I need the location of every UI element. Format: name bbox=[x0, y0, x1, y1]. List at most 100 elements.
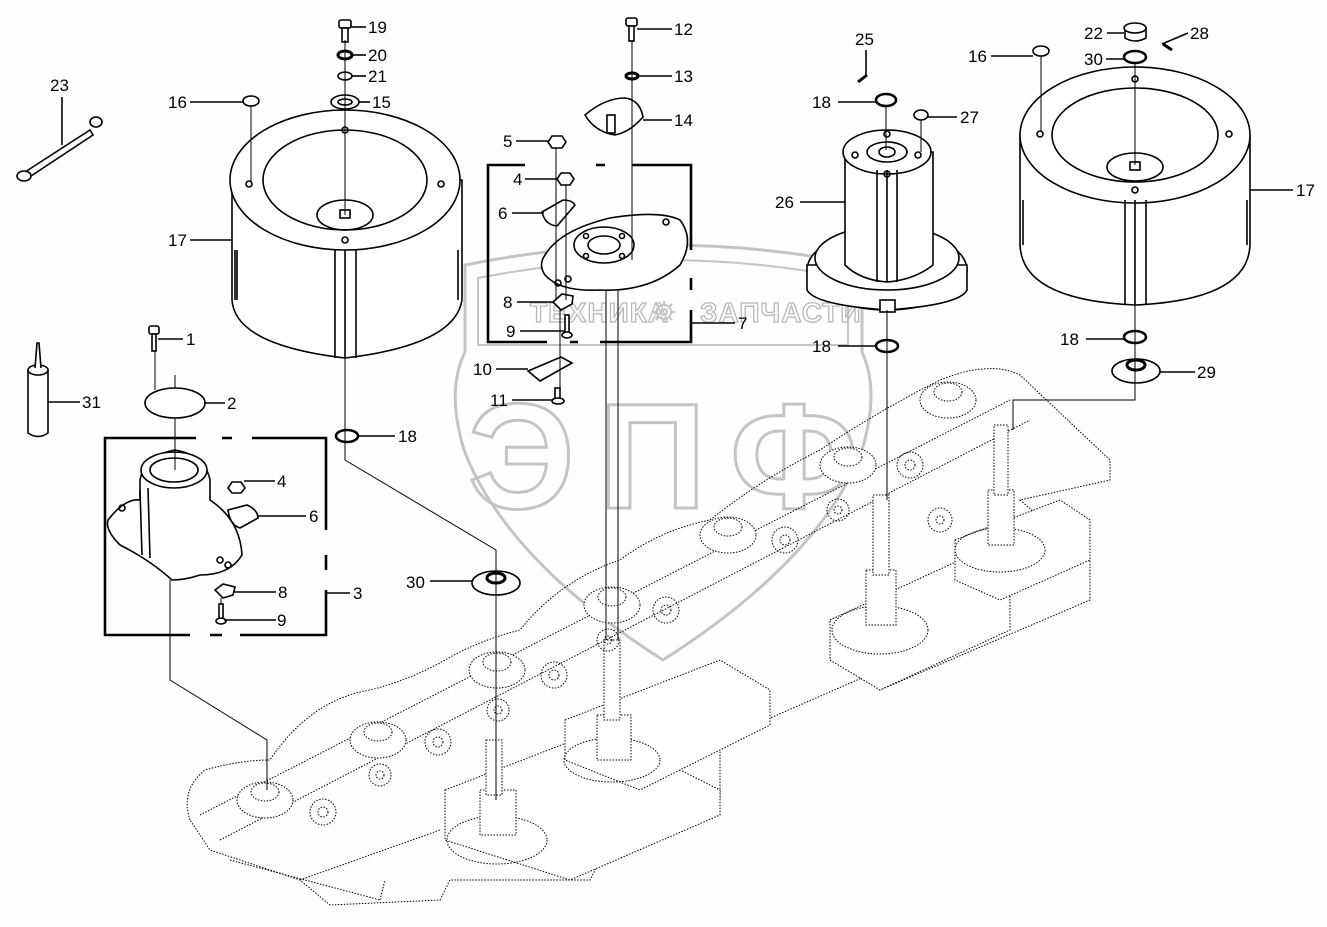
callout-12: 12 bbox=[674, 20, 693, 39]
callout-8: 8 bbox=[503, 293, 512, 312]
part-nut-4-upper bbox=[556, 172, 575, 186]
part-bolt-19 bbox=[338, 19, 352, 43]
bar-disc-hub bbox=[349, 721, 407, 759]
callout-4: 4 bbox=[513, 170, 522, 189]
bar-disc-hub bbox=[236, 781, 294, 819]
bar-bearing bbox=[826, 498, 850, 522]
part-washer-30-right bbox=[1111, 358, 1161, 384]
callout-31: 31 bbox=[82, 393, 101, 412]
callout-18: 18 bbox=[1060, 330, 1079, 349]
cutter-bar-outline bbox=[186, 368, 1111, 906]
part-nut-5 bbox=[547, 135, 567, 149]
watermark-brand-letters: ЭПФ bbox=[468, 372, 858, 540]
part-gasket-plate bbox=[144, 387, 206, 419]
gear-icon bbox=[653, 301, 675, 323]
part-screw-28 bbox=[1162, 42, 1173, 52]
callout-28: 28 bbox=[1190, 24, 1209, 43]
callout-4: 4 bbox=[277, 472, 286, 491]
part-bolt-9-lower bbox=[215, 603, 227, 625]
callout-25: 25 bbox=[855, 30, 874, 49]
part-plate-8-lower bbox=[213, 583, 236, 599]
assembly-box-7 bbox=[486, 163, 693, 344]
callout-7: 7 bbox=[738, 314, 747, 333]
callout-6: 6 bbox=[498, 204, 507, 223]
callout-20: 20 bbox=[368, 46, 387, 65]
part-cap-16-right bbox=[1032, 45, 1050, 57]
callout-5: 5 bbox=[503, 132, 512, 151]
callout-18: 18 bbox=[812, 337, 831, 356]
cutter-disc bbox=[540, 213, 689, 292]
cutter-bar-assembly bbox=[186, 368, 1111, 906]
callout-11: 11 bbox=[490, 391, 508, 410]
bar-bearing bbox=[652, 596, 680, 624]
callout-22: 22 bbox=[1084, 24, 1103, 43]
callout-9: 9 bbox=[506, 322, 515, 341]
watermark-shield-outline bbox=[453, 243, 873, 662]
gearbox-housing bbox=[954, 424, 1091, 601]
bar-bearing bbox=[540, 661, 568, 689]
bar-bearing bbox=[896, 451, 924, 479]
bar-bearing bbox=[771, 526, 799, 554]
part-bolt-9-upper bbox=[561, 314, 573, 339]
callout-16: 16 bbox=[968, 47, 987, 66]
callout-18: 18 bbox=[812, 93, 831, 112]
callout-30: 30 bbox=[406, 573, 425, 592]
cutter-bar-lower-rail bbox=[229, 829, 441, 901]
callout-labels: 19 20 21 15 16 23 17 1 2 31 18 4 6 8 9 3… bbox=[50, 18, 1315, 630]
drum-inner-housing bbox=[806, 129, 968, 313]
callout-2: 2 bbox=[227, 394, 236, 413]
part-clip-6-lower bbox=[227, 504, 259, 529]
callout-30: 29 bbox=[1197, 363, 1216, 382]
cutter-bar-top-edge bbox=[199, 399, 1031, 841]
callout-18: 18 bbox=[398, 427, 417, 446]
callout-26: 26 bbox=[775, 193, 794, 212]
callout-1: 1 bbox=[186, 330, 195, 349]
callout-9: 9 bbox=[277, 611, 286, 630]
part-bolt-12 bbox=[625, 17, 638, 42]
callout-17: 17 bbox=[1296, 181, 1315, 200]
part-cap-14 bbox=[583, 97, 644, 136]
callout-15: 15 bbox=[372, 93, 391, 112]
bar-bearing bbox=[424, 728, 452, 756]
callout-leaders bbox=[48, 26, 1293, 621]
part-cap-27 bbox=[913, 109, 929, 121]
callout-27: 27 bbox=[960, 108, 979, 127]
bar-bearing bbox=[596, 628, 620, 652]
bar-bearing bbox=[309, 798, 337, 826]
assembly-connector-lines bbox=[154, 40, 1136, 800]
part-oring-29 bbox=[1122, 49, 1148, 65]
bar-disc-hub bbox=[919, 381, 977, 419]
callout-10: 10 bbox=[473, 360, 492, 379]
part-bushing-22 bbox=[1123, 22, 1147, 42]
part-bolt-1 bbox=[148, 325, 160, 352]
part-oring-18-left bbox=[334, 428, 360, 444]
bar-bearing bbox=[486, 698, 510, 722]
bar-bearing bbox=[927, 507, 953, 533]
gearbox-housing bbox=[563, 639, 771, 791]
callout-8: 8 bbox=[278, 583, 287, 602]
bar-disc-hub bbox=[819, 446, 877, 484]
part-cap-16-left bbox=[242, 95, 260, 107]
part-wrench bbox=[16, 116, 103, 182]
callout-17: 17 bbox=[168, 231, 187, 250]
part-plate-8-upper bbox=[551, 293, 574, 311]
callout-14: 14 bbox=[674, 111, 693, 130]
callout-19: 19 bbox=[368, 18, 387, 37]
callout-6: 6 bbox=[309, 507, 318, 526]
callout-16: 16 bbox=[168, 93, 187, 112]
bar-disc-hub bbox=[699, 516, 757, 554]
assembly-box-3 bbox=[103, 436, 328, 637]
part-bolt-11 bbox=[551, 387, 565, 405]
part-blade-10 bbox=[526, 356, 574, 382]
cutter-cone bbox=[106, 449, 243, 581]
part-oring-18-top bbox=[874, 92, 898, 108]
bar-disc-hub bbox=[583, 586, 641, 624]
part-clip-6-upper bbox=[541, 199, 576, 227]
drum-left bbox=[229, 109, 463, 359]
gearbox-housing bbox=[829, 494, 1011, 691]
callout-21: 21 bbox=[368, 67, 387, 86]
bar-disc-hub bbox=[468, 651, 526, 689]
callout-3: 3 bbox=[353, 584, 362, 603]
callout-23: 23 bbox=[50, 76, 69, 95]
